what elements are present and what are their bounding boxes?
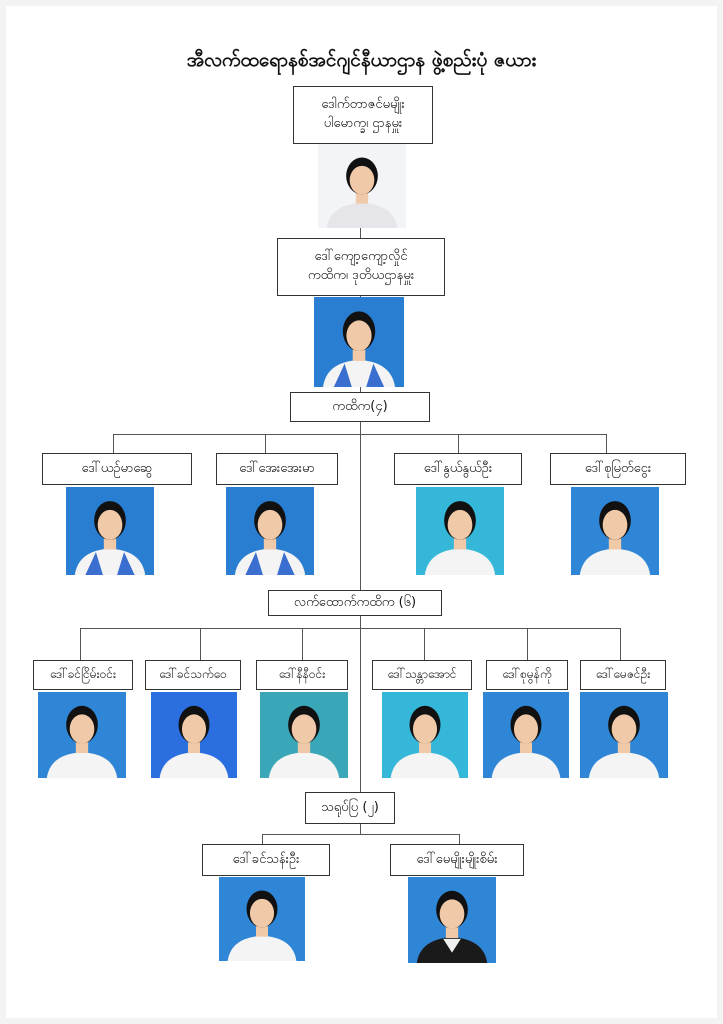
assistant-lecturer-5-photo: [483, 692, 569, 778]
chart-title: အီလက်ထရောနစ်အင်ဂျင်နီယာဌာန ဖွဲ့စည်းပုံ ဇ…: [186, 49, 537, 71]
connector-line: [80, 628, 82, 660]
connector-line: [360, 616, 362, 792]
assistant-lecturer-2-photo: [151, 692, 237, 778]
assistant-lecturer-4-name: ဒေါ်သန္တာအောင်: [372, 660, 472, 690]
connector-line: [113, 434, 607, 436]
deputy-role: ကထိက၊ ဒုတိယဌာနမှူး: [307, 268, 415, 283]
connector-line: [360, 824, 362, 834]
tutor-1-photo: [219, 877, 305, 961]
assistant-lecturer-6-photo: [580, 692, 668, 778]
head-role: ပါမောက္ခ၊ ဌာနမှူး: [323, 116, 403, 131]
connector-line: [113, 434, 115, 453]
lecturer-2-name: ဒေါ်အေးအေးမာ: [216, 453, 338, 485]
connector-line: [302, 628, 304, 660]
assistant-lecturer-5-name: ဒေါ်စုမွန်ကို: [486, 660, 568, 690]
lecturer-3-name: ဒေါ်နွယ်နွယ်ဦး: [394, 453, 522, 485]
connector-line: [262, 834, 460, 836]
connector-line: [80, 628, 620, 630]
connector-line: [620, 628, 622, 660]
tutors-group-label: သရုပ်ပြ (၂): [305, 792, 395, 824]
assistant-lecturer-4-photo: [382, 692, 468, 778]
tutor-2-name: ဒေါ်မေမျိုးမျိုးစိမ်း: [390, 844, 524, 876]
connector-line: [527, 628, 529, 660]
lecturers-group-label: ကထိက(၄): [290, 392, 430, 422]
connector-line: [200, 628, 202, 660]
assistant-lecturers-group-label: လက်ထောက်ကထိက (၆): [268, 590, 442, 616]
assistant-lecturer-2-name: ဒေါ်ခင်သက်ဝေ: [145, 660, 241, 690]
tutor-1-name: ဒေါ်ခင်သန်းဦး: [202, 844, 330, 876]
deputy-name: ဒေါ်ကျော့ကျော့လှိုင်: [314, 249, 408, 265]
connector-line: [424, 628, 426, 660]
lecturer-4-name: ဒေါ်စုမြတ်ငွေး: [550, 453, 686, 485]
connector-line: [606, 434, 608, 453]
connector-line: [262, 834, 264, 844]
lecturer-1-photo: [66, 487, 154, 575]
head-photo: [318, 144, 406, 228]
deputy-head-box: ဒေါ်ကျော့ကျော့လှိုင် ကထိက၊ ဒုတိယဌာနမှူး: [277, 238, 445, 296]
lecturer-1-name: ဒေါ်ယဉ်မာဆွေ: [42, 453, 192, 485]
assistant-lecturer-1-name: ဒေါ်ခင်ငြိမ်းဝင်း: [33, 660, 133, 690]
tutor-2-photo: [408, 877, 496, 963]
lecturer-4-photo: [571, 487, 659, 575]
connector-line: [265, 434, 267, 453]
lecturer-2-photo: [226, 487, 314, 575]
head-of-department-box: ဒေါက်တာဇင်မမျိုး ပါမောက္ခ၊ ဌာနမှူး: [293, 86, 433, 144]
connector-line: [360, 422, 362, 590]
connector-line: [458, 434, 460, 453]
head-name: ဒေါက်တာဇင်မမျိုး: [321, 97, 405, 113]
assistant-lecturer-3-name: ဒေါ်နီနီဝင်း: [256, 660, 348, 690]
assistant-lecturer-3-photo: [260, 692, 348, 778]
deputy-photo: [314, 297, 404, 387]
assistant-lecturer-1-photo: [38, 692, 126, 778]
lecturer-3-photo: [416, 487, 504, 575]
connector-line: [459, 834, 461, 844]
assistant-lecturer-6-name: ဒေါ်မေဇင်ဦး: [580, 660, 666, 690]
